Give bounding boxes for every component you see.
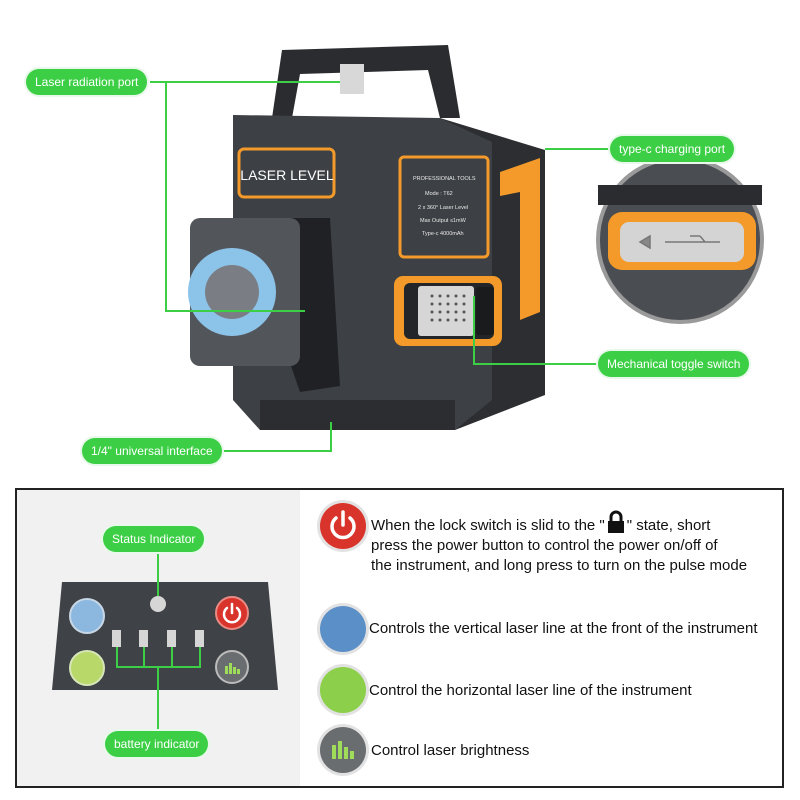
spec-line: Mode : T62 (425, 191, 453, 197)
battery-indicator-light (195, 630, 204, 647)
battery-indicator-light (112, 630, 121, 647)
brightness-bars-icon (332, 741, 354, 759)
universal-interface-label: 1/4" universal interface (82, 438, 222, 464)
device-handle (272, 45, 460, 118)
spec-lines: PROFESSIONAL TOOLS Mode : T62 2 x 360° L… (413, 176, 476, 237)
vertical-laser-description: Controls the vertical laser line at the … (369, 620, 758, 637)
power-icon (330, 510, 356, 540)
brightness-description-icon (320, 727, 366, 773)
vertical-laser-description-icon (320, 606, 366, 652)
status-indicator-light (150, 596, 166, 612)
spec-line: Max Output ≤1mW (420, 218, 467, 224)
battery-indicator-label: battery indicator (105, 731, 209, 757)
brand-label: LASER LEVEL (240, 167, 334, 183)
status-indicator-label: Status Indicator (103, 526, 205, 552)
spec-line: PROFESSIONAL TOOLS (413, 176, 476, 182)
horizontal-laser-description-icon (320, 667, 366, 713)
laser-radiation-port-label: Laser radiation port (26, 69, 148, 95)
spec-line: 2 x 360° Laser Level (418, 205, 468, 211)
brand-badge (237, 147, 336, 199)
brightness-button[interactable] (215, 650, 249, 684)
typec-charging-port-label: type-c charging port (610, 136, 735, 162)
laser-window-lens (205, 265, 259, 319)
spec-plate (398, 155, 490, 259)
spec-line: Type-c 4000mAh (422, 231, 464, 237)
horizontal-laser-description: Control the horizontal laser line of the… (369, 682, 692, 699)
power-description: When the lock switch is slid to the "" s… (371, 510, 776, 576)
battery-indicator-light (167, 630, 176, 647)
power-button[interactable] (215, 596, 249, 630)
battery-indicator-light (139, 630, 148, 647)
control-panel-section: Status Indicator battery indicator When … (15, 488, 784, 788)
power-icon (222, 602, 242, 624)
usb-icon (638, 234, 720, 250)
mechanical-toggle-switch-label: Mechanical toggle switch (598, 351, 750, 377)
brightness-description: Control laser brightness (371, 742, 530, 759)
laser-level-illustration: LASER LEVEL PROFESSIONAL TOOLS Mode : T6… (188, 45, 764, 430)
brightness-bars-icon (225, 663, 240, 674)
horizontal-laser-button[interactable] (69, 650, 105, 686)
vertical-laser-button[interactable] (69, 598, 105, 634)
power-description-icon (320, 503, 366, 549)
lock-icon (607, 510, 624, 533)
